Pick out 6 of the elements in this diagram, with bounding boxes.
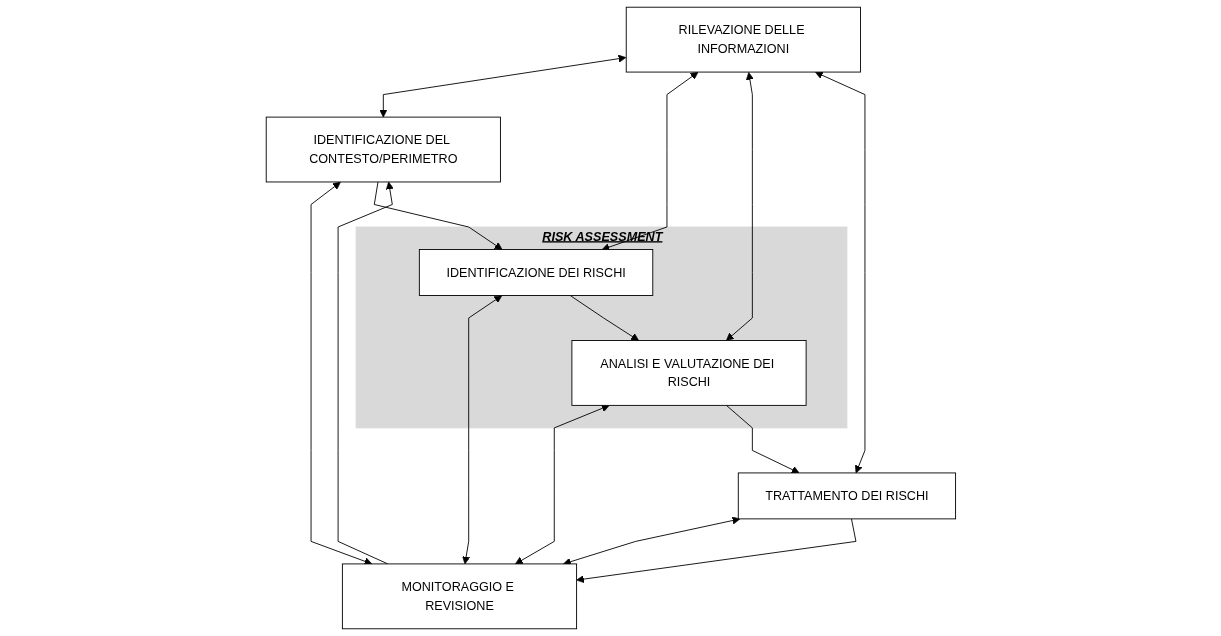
node-box: RILEVAZIONE DELLE INFORMAZIONI bbox=[625, 6, 861, 73]
node-box: IDENTIFICAZIONE DEI RISCHI bbox=[418, 249, 653, 296]
node-box: TRATTAMENTO DEI RISCHI bbox=[737, 472, 956, 520]
node-box: ANALISI E VALUTAZIONE DEI RISCHI bbox=[571, 340, 807, 406]
node-box: IDENTIFICAZIONE DEL CONTESTO/PERIMETRO bbox=[265, 116, 501, 183]
node-box: MONITORAGGIO E REVISIONE bbox=[341, 563, 577, 630]
